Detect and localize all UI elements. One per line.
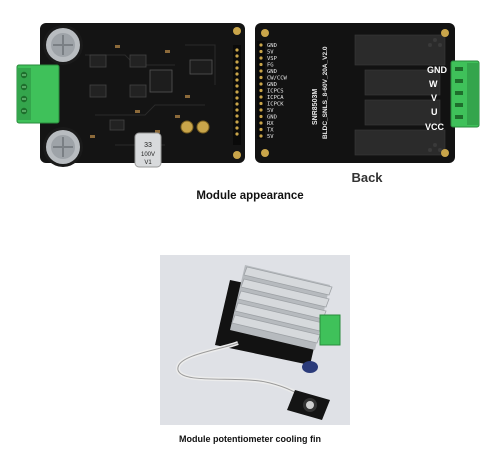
power-traces xyxy=(354,34,446,156)
pin-label: 5V xyxy=(267,134,274,140)
mounting-hole xyxy=(441,149,449,157)
front-board-photo: 33 100V V1 xyxy=(16,23,245,168)
pin-label: ICPCA xyxy=(267,95,284,101)
heatsink xyxy=(230,265,333,350)
pin-label: ICPCS xyxy=(267,89,284,95)
back-board-photo: GND 5V VSP FG GND CW/CCW GND ICPCS ICPCA… xyxy=(255,23,480,163)
ic-chip xyxy=(89,84,107,98)
pin-header-back xyxy=(257,41,265,139)
module-appearance-caption: Module appearance xyxy=(196,190,304,202)
capacitor-top xyxy=(43,25,83,65)
component-dot xyxy=(180,120,194,134)
cooling-fin-caption: Module potentiometer cooling fin xyxy=(179,434,321,444)
cooling-fin-photo xyxy=(160,255,350,425)
terminal-labels: GND W V U VCC xyxy=(425,65,448,132)
mounting-hole xyxy=(261,29,269,37)
capacitor-side: 33 100V V1 xyxy=(134,132,162,168)
ic-chip xyxy=(129,54,147,68)
mounting-hole xyxy=(261,149,269,157)
potentiometer-board xyxy=(287,390,330,420)
capacitor-label: 100V xyxy=(141,152,155,158)
board-model: SNR8503M xyxy=(312,89,319,125)
board-model-text: SNR8503M BLDC_SNLS_8-60V_20A_V2.0 xyxy=(312,46,329,139)
pin-label: RX xyxy=(267,121,274,127)
pin-header xyxy=(233,45,241,145)
capacitor-label: V1 xyxy=(144,160,152,166)
mounting-hole xyxy=(233,151,241,159)
component-dot xyxy=(196,120,210,134)
pin-label: CW/CCW xyxy=(267,76,288,82)
mounting-hole xyxy=(441,29,449,37)
mounting-hole xyxy=(233,27,241,35)
ic-chip xyxy=(189,59,213,75)
terminal-label-gnd: GND xyxy=(427,65,448,75)
terminal-label-u: U xyxy=(431,107,438,117)
ic-chip xyxy=(89,54,107,68)
pin-label: 5V xyxy=(267,50,274,56)
screw-terminal-photo xyxy=(319,314,341,346)
pin-label: GND xyxy=(267,115,277,121)
ic-chip xyxy=(149,69,173,93)
terminal-label-vcc: VCC xyxy=(425,122,445,132)
pin-label: VSP xyxy=(267,56,278,62)
pin-label: GND xyxy=(267,43,277,49)
ic-chip xyxy=(129,84,147,98)
capacitor-label: 33 xyxy=(144,142,152,149)
ic-chip xyxy=(109,119,125,131)
pin-label: 5V xyxy=(267,108,274,114)
capacitor-bottom xyxy=(43,127,83,167)
board-version: BLDC_SNLS_8-60V_20A_V2.0 xyxy=(322,46,329,139)
pin-label: GND xyxy=(267,69,277,75)
pin-label: ICPCK xyxy=(267,102,284,108)
pin-labels: GND 5V VSP FG GND CW/CCW GND ICPCS ICPCA… xyxy=(267,43,288,140)
pin-label: TX xyxy=(267,128,274,134)
pin-label: FG xyxy=(267,63,274,69)
screw-terminal-back xyxy=(450,60,480,128)
back-caption: Back xyxy=(351,170,383,185)
terminal-label-v: V xyxy=(431,93,437,103)
terminal-label-w: W xyxy=(429,79,438,89)
screw-terminal-front xyxy=(16,64,60,124)
pin-label: GND xyxy=(267,82,277,88)
